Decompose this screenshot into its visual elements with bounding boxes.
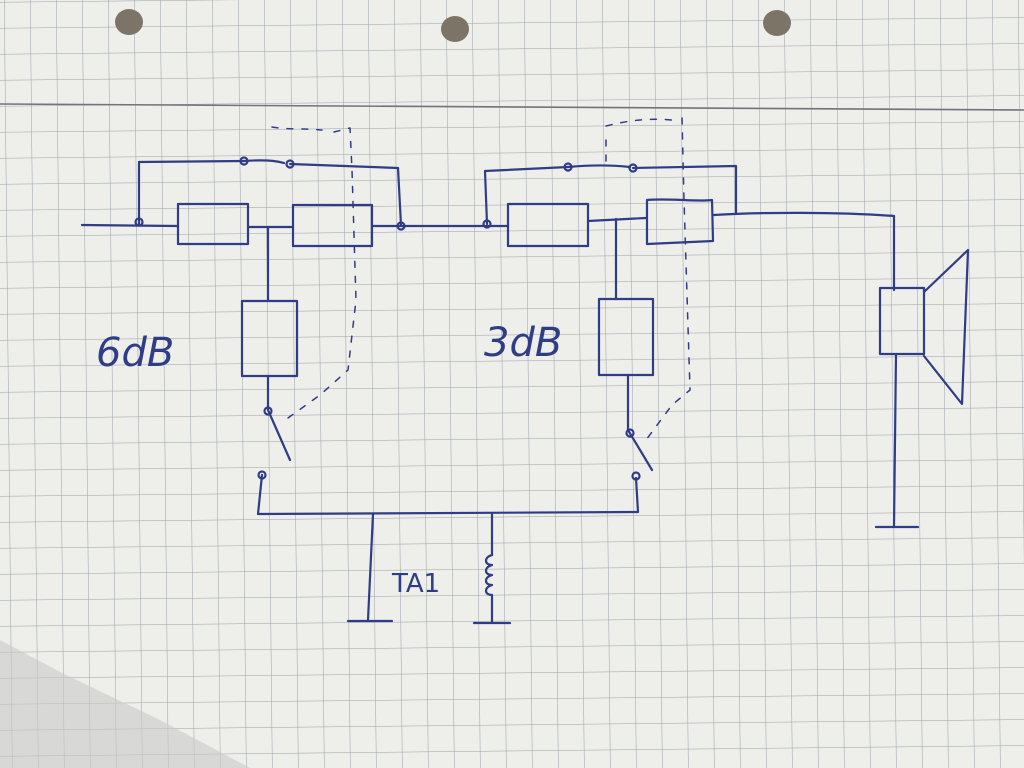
switch-linkage xyxy=(271,126,357,419)
contact-node xyxy=(563,162,573,172)
contact-node xyxy=(285,159,295,169)
resistor xyxy=(176,202,250,246)
switch-linkage xyxy=(605,117,691,441)
punch-hole xyxy=(763,10,791,36)
resistor xyxy=(506,202,590,248)
resistor xyxy=(645,198,715,246)
bypass-wire xyxy=(137,159,403,227)
speaker-ground-wire xyxy=(874,352,920,529)
contact-node xyxy=(396,221,406,231)
switch-wire xyxy=(266,374,292,462)
resistor xyxy=(240,299,299,378)
contact-node xyxy=(628,163,638,173)
punch-hole xyxy=(441,16,469,42)
inductor-coil xyxy=(472,553,512,625)
resistor xyxy=(597,297,655,377)
ink-drawing xyxy=(80,117,970,625)
contact-node xyxy=(134,217,144,227)
punch-hole xyxy=(115,9,143,35)
attenuator-label: 6dB xyxy=(96,330,174,376)
signal-wire xyxy=(80,211,896,292)
resistor xyxy=(291,203,374,248)
contact-node xyxy=(263,406,273,416)
bypass-wire xyxy=(483,164,738,226)
ground-label: TA1 xyxy=(391,569,440,599)
punch-holes xyxy=(115,9,791,42)
ground-wire xyxy=(346,512,394,623)
speaker-magnet xyxy=(878,286,926,356)
paper-shadow xyxy=(0,640,250,768)
contact-node xyxy=(482,219,492,229)
contact-node xyxy=(625,428,635,438)
margin-line xyxy=(0,103,1024,111)
switch-contact xyxy=(566,164,632,169)
attenuator-label: 3dB xyxy=(484,320,562,366)
contact-node xyxy=(239,156,249,166)
speaker-cone xyxy=(922,248,970,406)
contact-node xyxy=(631,471,641,481)
ground-bus xyxy=(256,473,640,516)
